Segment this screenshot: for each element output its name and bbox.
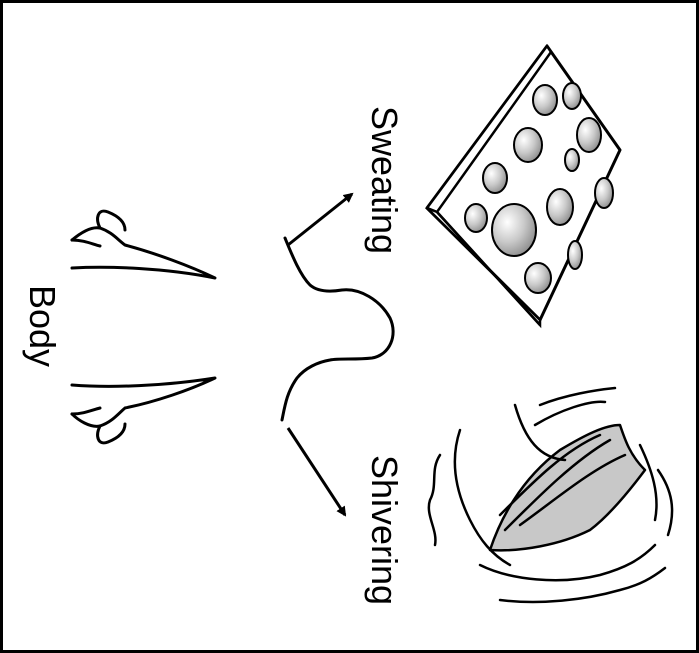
label-body: Body (22, 285, 63, 367)
body-silhouette-icon (72, 211, 393, 443)
label-sweating: Sweating (364, 106, 405, 254)
shivering-muscle-icon (429, 388, 672, 602)
sweat-skin-icon (427, 46, 620, 325)
arrow-to-shivering (288, 428, 345, 515)
label-shivering: Shivering (364, 455, 405, 605)
arrow-to-sweating (288, 194, 352, 245)
